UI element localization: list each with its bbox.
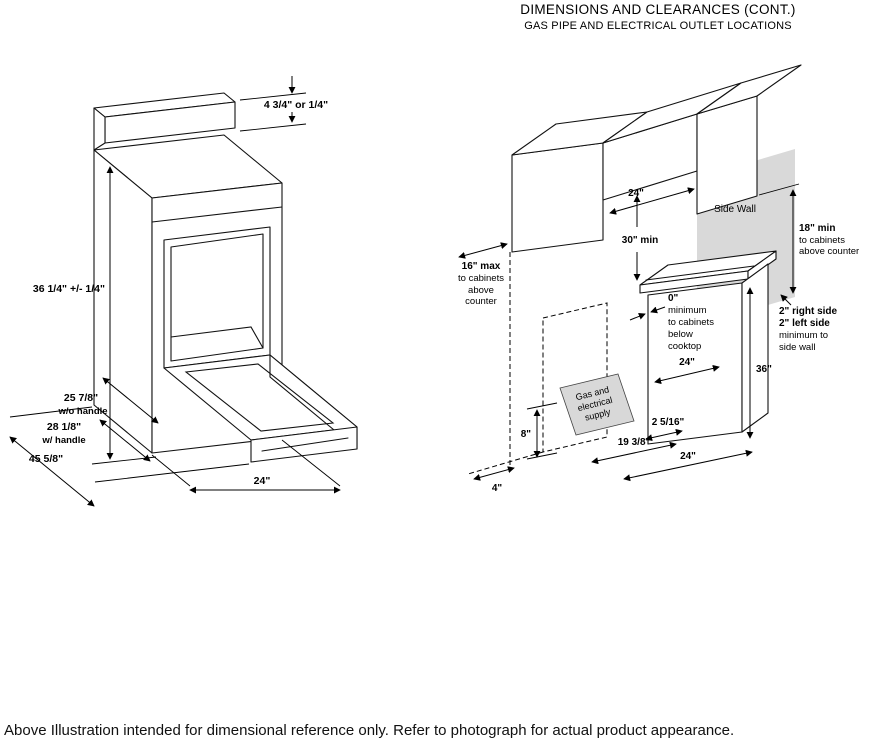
bridge-width-label: 24" (628, 188, 644, 199)
extension-line (758, 183, 800, 196)
left-clearance-dim-line (458, 242, 508, 259)
wall-gap-dim-line (473, 466, 515, 481)
extension-line (151, 454, 191, 487)
right-clearance-label: 18" min (799, 223, 835, 234)
backguard-height-label: 4 3/4" or 1/4" (264, 99, 328, 111)
depth-door-open-label: 45 5/8" (29, 453, 63, 465)
range-outline-dashed (542, 302, 608, 453)
oven-cavity-floor-lines (170, 326, 264, 349)
floor-width-label: 24" (680, 451, 696, 462)
left-clearance-note1: to cabinets (458, 273, 504, 284)
floor-width-dim-line (623, 449, 753, 482)
range-control-band-line (151, 206, 283, 223)
left-clearance-note2: above (468, 285, 494, 296)
range-width-label: 24" (254, 475, 271, 487)
depth-no-handle-label: 25 7/8" (64, 392, 98, 404)
cooktop-cutout-line (645, 265, 755, 281)
side-wall-label: Side Wall (714, 204, 756, 215)
range-figure (93, 92, 358, 463)
left-clearance-note3: counter (465, 296, 497, 307)
counter-right-edge (747, 250, 777, 280)
cabinet-width-label: 24" (679, 357, 695, 368)
base-cabinet-right (741, 263, 769, 433)
extension-line (281, 439, 341, 487)
supply-depth-label: 19 3/8" (618, 437, 651, 448)
zero-clearance-note1: minimum (668, 305, 707, 316)
extension-line (526, 452, 558, 460)
right-upper-cabinet-top (696, 64, 802, 115)
drawer-pan-inset (184, 363, 335, 432)
range-backguard-side (93, 107, 106, 151)
right-clearance-note1: to cabinets (799, 235, 845, 246)
zero-clearance-note3: below (668, 329, 693, 340)
supply-offset-label: 2 5/16" (652, 417, 685, 428)
cabinet-width-dim-line (654, 364, 720, 385)
side-clearance-note1: minimum to (779, 330, 828, 341)
supply-height-label: 8" (521, 429, 532, 440)
side-clearance-note2: side wall (779, 342, 815, 353)
left-upper-cabinet-front (511, 142, 604, 253)
depth-no-handle-arrow (102, 377, 159, 424)
side-clearance-arrow (780, 294, 792, 306)
clearance-dimensions: Side Wall 24" 30" min 18" min to cabinet… (458, 183, 859, 494)
bridge-width-dim-line (609, 187, 695, 215)
extension-line (239, 92, 307, 101)
extension-line (526, 402, 558, 410)
zero-clearance-arrow-left (629, 313, 646, 321)
left-clearance-label: 16" max (462, 261, 501, 272)
clearance-figure: Gas and electrical supply (467, 64, 802, 475)
zero-clearance-arrow-right (650, 306, 666, 314)
side-clearance-left-label: 2" left side (779, 318, 830, 329)
gas-supply-area (559, 373, 635, 436)
extension-line (94, 463, 250, 483)
depth-door-open-arrow (9, 436, 95, 507)
extension-line (9, 406, 93, 418)
depth-with-handle-note: w/ handle (41, 435, 85, 446)
extension-line (239, 123, 307, 132)
above-cooktop-label: 30" min (622, 235, 658, 246)
reference-caption: Above Illustration intended for dimensio… (4, 722, 735, 739)
supply-offset-dim-line (645, 428, 683, 442)
depth-no-handle-note: w/o handle (57, 406, 107, 417)
right-clearance-note2: above counter (799, 246, 859, 257)
wall-gap-label: 4" (492, 483, 503, 494)
drawer-handle-line (261, 437, 349, 452)
zero-clearance-label: 0" (668, 293, 679, 304)
page-subtitle: GAS PIPE AND ELECTRICAL OUTLET LOCATIONS (524, 20, 792, 32)
side-clearance-right-label: 2" right side (779, 306, 838, 317)
zero-clearance-note2: to cabinets (668, 317, 714, 328)
page-title: DIMENSIONS AND CLEARANCES (CONT.) (520, 2, 796, 17)
counter-height-label: 36" (756, 364, 772, 375)
depth-with-handle-label: 28 1/8" (47, 421, 81, 433)
range-dimensions: 4 3/4" or 1/4" 36 1/4" +/- 1/4" 25 7/8" … (9, 76, 341, 507)
overall-height-label: 36 1/4" +/- 1/4" (33, 283, 105, 295)
oven-cavity-inner-frame (170, 233, 264, 362)
depth-with-handle-arrow (99, 419, 151, 462)
zero-clearance-note4: cooktop (668, 341, 701, 352)
right-upper-cabinet-front (696, 95, 758, 215)
